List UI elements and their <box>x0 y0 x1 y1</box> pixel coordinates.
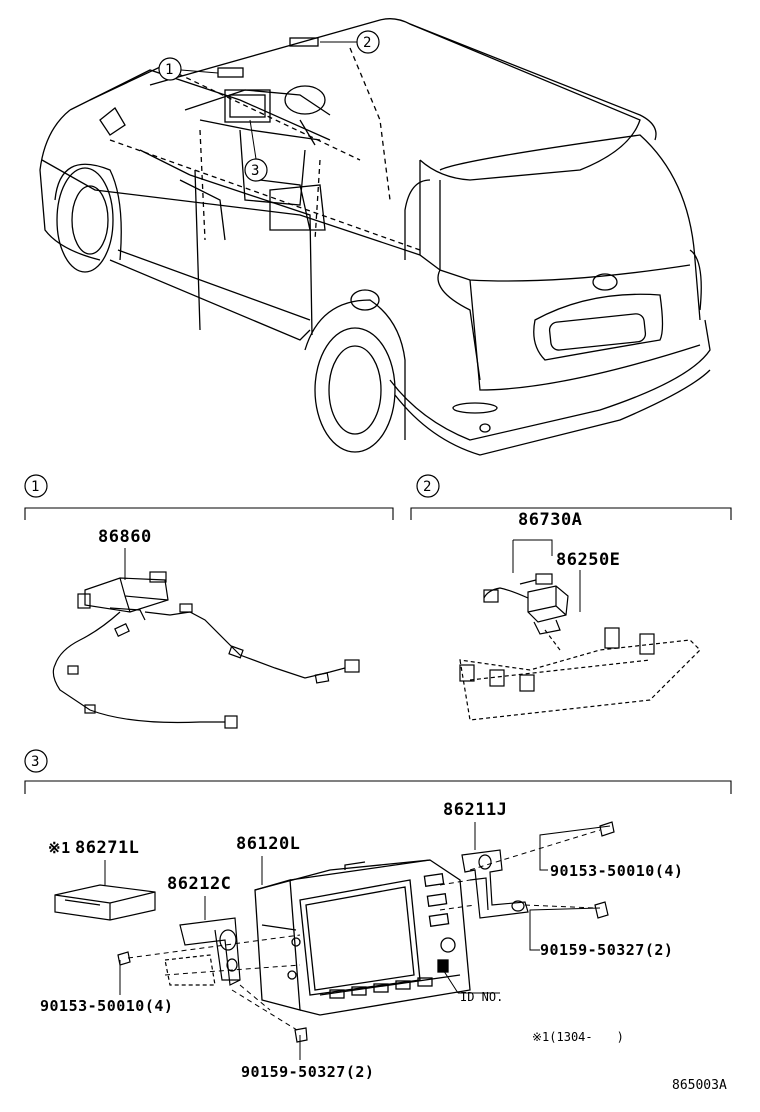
antenna-module-drawing <box>52 571 360 729</box>
fastener-icons <box>117 821 615 1043</box>
part-86250E-label: 86250E <box>556 550 620 570</box>
screw-top-right-label: 90153-50010(4) <box>550 862 683 880</box>
section-3-marker: 3 <box>24 749 48 773</box>
id-no-label: ID NO. <box>460 990 503 1004</box>
part-86120L-label: 86120L <box>236 834 300 854</box>
section-1: 1 86860 <box>24 474 394 729</box>
bracket-86212C-drawing <box>164 917 241 986</box>
callout-3-label: 3 <box>251 163 259 179</box>
section-3-number: 3 <box>31 754 39 770</box>
bolt-right-label: 90159-50327(2) <box>540 941 673 959</box>
part-86271L-label: 86271L <box>75 838 139 858</box>
footnote: ※1(1304- ) <box>532 1030 624 1044</box>
bracket-86211J-drawing <box>461 849 529 919</box>
section-2-marker: 2 <box>416 474 440 498</box>
callout-2: 2 <box>320 30 380 54</box>
section-1-marker: 1 <box>24 474 48 498</box>
display-86120L-drawing <box>254 859 471 1016</box>
section-2: 2 86730A 86250E <box>410 474 732 721</box>
part-86730A-label: 86730A <box>518 510 582 530</box>
bolt-bottom-label: 90159-50327(2) <box>241 1063 374 1081</box>
callout-1-label: 1 <box>165 62 173 78</box>
ecu-86271L-drawing <box>54 884 156 921</box>
callout-3: 3 <box>244 119 268 182</box>
part-86860-label: 86860 <box>98 527 152 547</box>
vehicle-illustration <box>39 18 711 456</box>
part-86211J-label: 86211J <box>443 800 507 820</box>
diagram-code: 865003A <box>672 1078 727 1093</box>
section-3: 3 ※1 86271L 86120L 86212C 86211J 90153-5… <box>24 749 732 1081</box>
section-1-number: 1 <box>31 479 39 495</box>
part-86212C-label: 86212C <box>167 874 231 894</box>
callout-2-label: 2 <box>363 35 371 51</box>
callout-1: 1 <box>158 57 219 81</box>
assembly-dashed-lines <box>127 829 601 1031</box>
unit-86250E-drawing <box>459 573 701 721</box>
note-mark: ※1 <box>48 839 71 857</box>
section-2-number: 2 <box>423 479 431 495</box>
screw-left-label: 90153-50010(4) <box>40 997 173 1015</box>
